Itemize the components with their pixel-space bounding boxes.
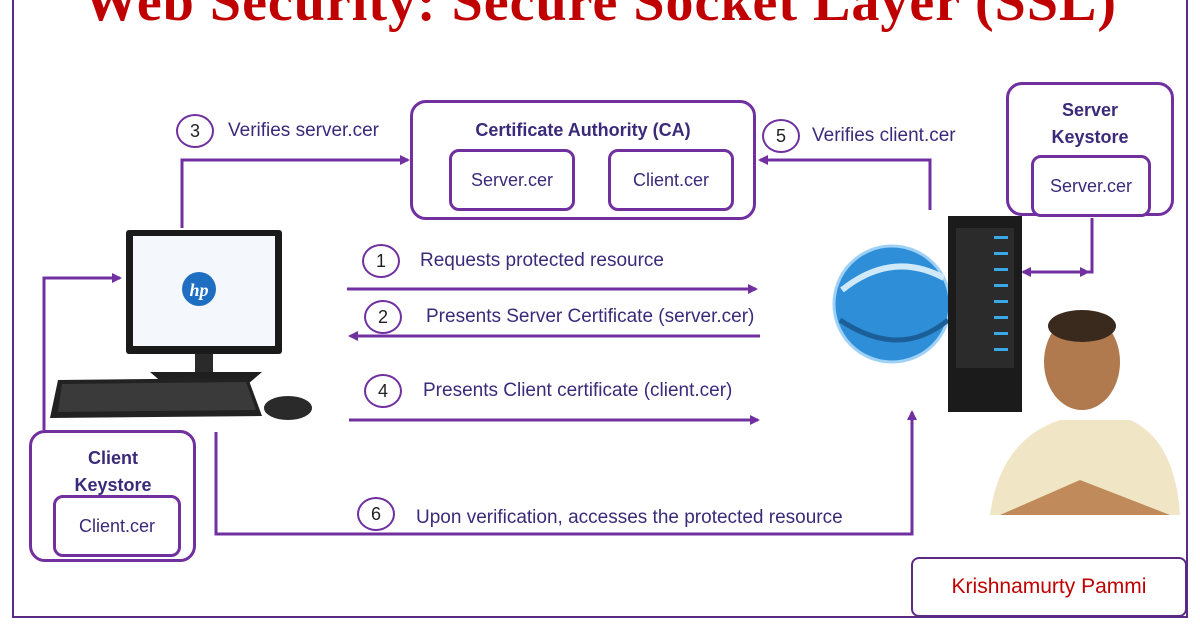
client-keystore-cert: Client.cer	[53, 495, 181, 557]
step-5-badge: 5	[762, 119, 800, 153]
step-2-label: Presents Server Certificate (server.cer)	[426, 306, 755, 327]
step-1-badge: 1	[362, 244, 400, 278]
computer-icon: hp	[50, 230, 312, 420]
svg-text:hp: hp	[189, 280, 208, 300]
arrow-verify-server	[180, 155, 410, 228]
author-photo	[990, 310, 1180, 515]
step-4-badge: 4	[364, 374, 402, 408]
page-title: Web Security: Secure Socket Layer (SSL)	[83, 0, 1117, 33]
step-6-badge: 6	[357, 497, 395, 531]
ca-client-cert: Client.cer	[608, 149, 734, 211]
slide-frame	[12, 0, 1188, 618]
server-keystore-header: Server Keystore	[1051, 100, 1129, 147]
step-5-label: Verifies client.cer	[812, 125, 956, 146]
step-6-label: Upon verification, accesses the protecte…	[416, 507, 843, 528]
step-3-label: Verifies server.cer	[228, 120, 379, 141]
arrow-access	[214, 410, 917, 536]
arrow-server-keystore	[1021, 218, 1094, 277]
step-4-label: Presents Client certificate (client.cer)	[423, 380, 733, 401]
ca-box: Certificate Authority (CA) Server.cer Cl…	[410, 100, 756, 220]
arrow-client-keystore	[42, 273, 122, 430]
step-1-label: Requests protected resource	[420, 250, 664, 271]
client-keystore-box: Client Keystore Client.cer	[29, 430, 196, 562]
step-3-badge: 3	[176, 114, 214, 148]
step-2-badge: 2	[364, 300, 402, 334]
server-keystore-box: Server Keystore Server.cer	[1006, 82, 1174, 217]
arrow-verify-client	[758, 155, 932, 210]
client-keystore-header: Client Keystore	[74, 448, 152, 495]
server-icon	[832, 216, 1022, 412]
server-keystore-cert: Server.cer	[1031, 155, 1151, 217]
ca-server-cert: Server.cer	[449, 149, 575, 211]
author-name: Krishnamurty Pammi	[911, 557, 1187, 617]
ca-header: Certificate Authority (CA)	[475, 120, 691, 140]
